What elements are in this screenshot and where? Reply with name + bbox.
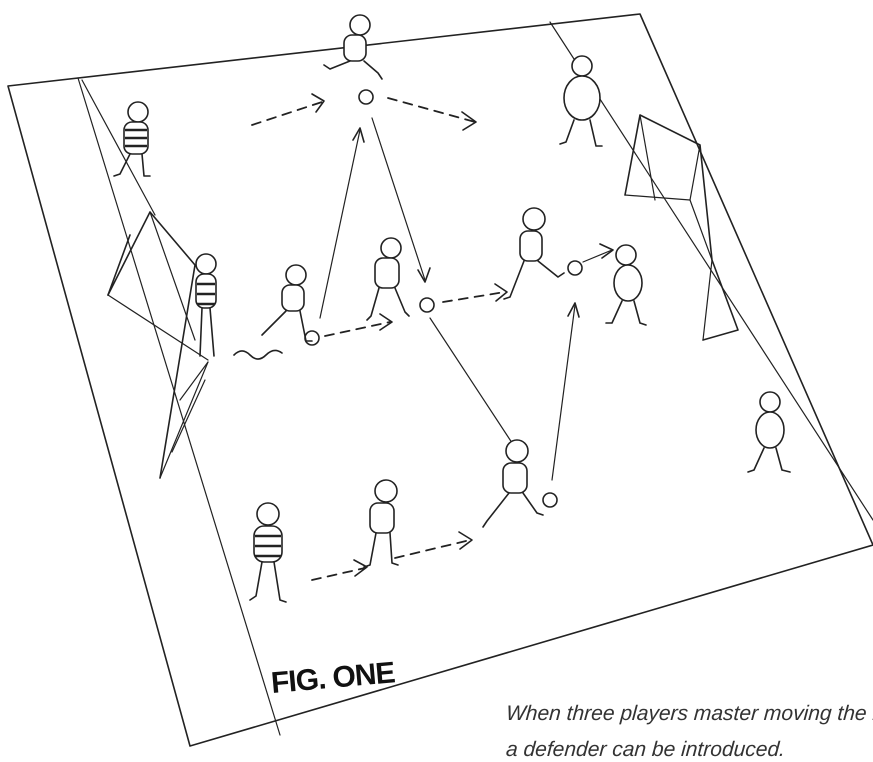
arrowhead — [600, 244, 613, 258]
pass-line — [552, 305, 575, 480]
ball — [420, 298, 434, 312]
arrowhead — [418, 268, 430, 282]
striped-player-top-left — [114, 102, 150, 176]
caption-line-1: When three players master moving the bal… — [505, 702, 873, 726]
caption-line-2: a defender can be introduced. — [505, 738, 786, 762]
players — [114, 15, 790, 602]
player-bottom-center — [364, 480, 398, 567]
left-end-line — [78, 78, 280, 735]
striped-player-left-goal — [196, 254, 216, 356]
ball — [543, 493, 557, 507]
ball — [568, 261, 582, 275]
player-right-sideline — [748, 392, 790, 472]
ball — [359, 90, 373, 104]
player-center — [367, 238, 409, 320]
pass-line — [583, 250, 612, 262]
striped-player-bottom-left — [250, 503, 286, 602]
pass-line — [430, 318, 520, 455]
defender-right — [606, 245, 646, 325]
arrowhead — [354, 560, 367, 576]
dribble-line — [234, 350, 282, 359]
player-top-center — [324, 15, 382, 79]
pass-line — [320, 130, 360, 318]
player-dribbling-left — [262, 265, 312, 341]
player-bottom-kicking — [483, 440, 543, 527]
run-line — [388, 98, 475, 122]
run-line — [252, 102, 322, 125]
left-goal — [108, 212, 208, 478]
player-kicking-right — [504, 208, 564, 299]
goalkeeper-top-right — [560, 56, 602, 146]
balls — [305, 90, 582, 507]
right-goal — [625, 115, 738, 340]
figure-label: FIG. ONE — [270, 656, 396, 700]
run-line — [395, 540, 470, 558]
arrowheads — [312, 94, 613, 576]
ball — [305, 331, 319, 345]
